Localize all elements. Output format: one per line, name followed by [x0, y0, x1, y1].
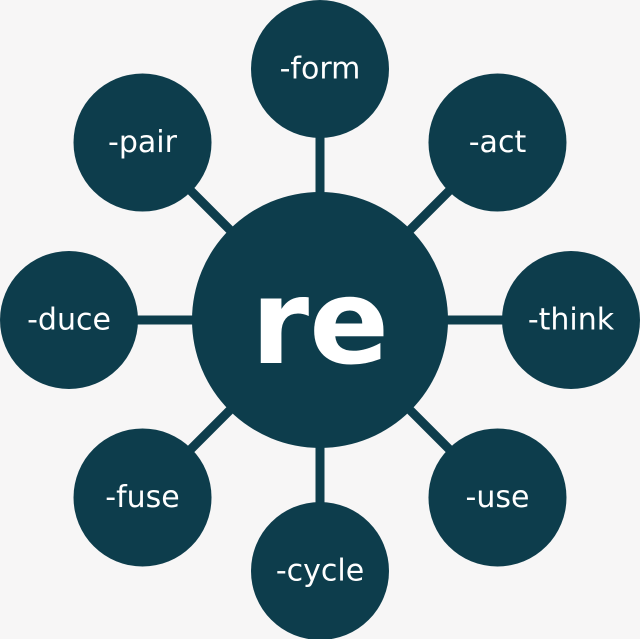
prefix-node-label: -fuse	[105, 480, 180, 515]
prefix-node-circle	[73, 428, 212, 567]
prefix-node-circle	[251, 0, 389, 138]
prefix-node-label: -use	[466, 480, 530, 515]
connector-fuse	[185, 404, 236, 455]
prefix-node-use: -use	[428, 428, 567, 567]
prefix-node-circle	[0, 251, 138, 389]
center-node: re	[192, 192, 448, 448]
center-node-label: re	[251, 253, 389, 391]
prefix-node-label: -think	[528, 303, 615, 338]
prefix-node-label: -pair	[108, 125, 178, 160]
prefix-node-form: -form	[251, 0, 389, 138]
prefix-node-circle	[428, 73, 567, 212]
prefix-node-label: -form	[280, 52, 361, 87]
prefix-node-cycle: -cycle	[251, 502, 389, 639]
prefix-node-pair: -pair	[73, 73, 212, 212]
prefix-node-circle	[251, 502, 389, 639]
connector-pair	[185, 185, 236, 236]
prefix-node-label: -cycle	[276, 554, 364, 589]
prefix-node-circle	[73, 73, 212, 212]
prefix-node-duce: -duce	[0, 251, 138, 389]
connector-use	[404, 404, 455, 455]
prefix-node-circle	[502, 251, 640, 389]
connector-act	[404, 185, 455, 236]
prefix-node-think: -think	[502, 251, 640, 389]
prefix-node-act: -act	[428, 73, 567, 212]
prefix-node-circle	[428, 428, 567, 567]
center-node-circle	[192, 192, 448, 448]
prefix-node-fuse: -fuse	[73, 428, 212, 567]
prefix-node-label: -duce	[27, 303, 111, 338]
prefix-node-label: -act	[469, 125, 527, 160]
connector-group	[134, 134, 506, 506]
